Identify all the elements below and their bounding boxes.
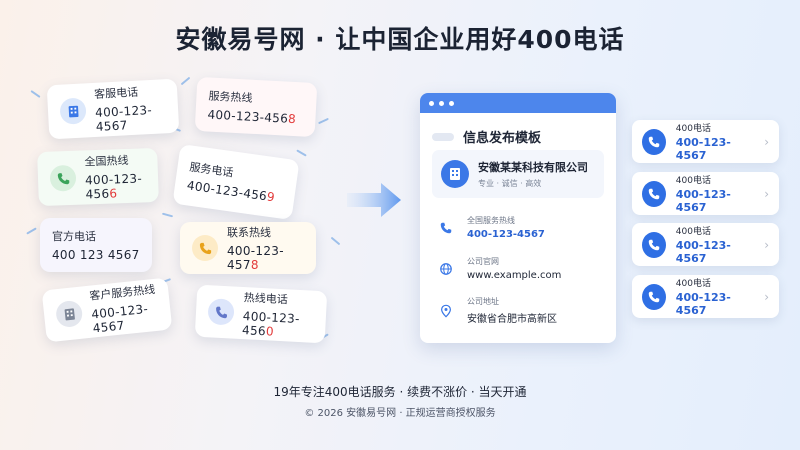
number-card-label: 400电话 [675, 124, 711, 134]
number-card-label: 400电话 [675, 279, 711, 289]
company-tags: 专业 · 诚信 · 高效 [478, 179, 542, 188]
chevron-right-icon: › [764, 289, 769, 304]
building-icon [54, 299, 84, 329]
template-window: 信息发布模板 安徽某某科技有限公司 专业 · 诚信 · 高效 全国服务热线 40… [420, 93, 616, 343]
card-label: 客服电话 [93, 85, 139, 101]
building-icon [441, 160, 469, 188]
window-dot [449, 100, 454, 106]
phone-card: 服务热线 400-123-4568 [194, 76, 318, 138]
number-card-value: 400-123-4567 [675, 291, 731, 317]
website-value: www.example.com [467, 270, 562, 281]
decor-dash [318, 117, 329, 125]
website-label: 公司官网 [467, 257, 499, 266]
window-dot [439, 100, 444, 106]
phone-card: 官方电话 400 123 4567 [40, 218, 152, 272]
phone-card: 联系热线 400-123-4578 [180, 222, 316, 274]
phone-icon [49, 164, 77, 192]
phone-icon [437, 221, 455, 235]
card-label: 服务热线 [208, 89, 253, 105]
address-row: 公司地址 安徽省合肥市高新区 [437, 296, 557, 325]
hotline-row: 全国服务热线 400-123-4567 [437, 215, 545, 240]
decor-dash [330, 236, 341, 246]
globe-icon [437, 262, 455, 276]
phone-icon [207, 298, 235, 326]
location-pin-icon [437, 304, 455, 318]
phone-icon [642, 180, 666, 207]
number-card[interactable]: 400电话 400-123-4567 › [632, 120, 779, 163]
decor-dash [26, 227, 37, 235]
decor-dash [180, 76, 191, 86]
phone-card: 全国热线 400-123-4566 [37, 147, 159, 207]
number-card-label: 400电话 [675, 176, 711, 186]
page-headline: 安徽易号网 · 让中国企业用好400电话 [175, 25, 625, 54]
card-number: 400-123-4560 [241, 309, 301, 339]
phone-icon [192, 235, 218, 261]
chevron-right-icon: › [764, 134, 769, 149]
hotline-label: 全国服务热线 [467, 216, 515, 225]
address-value: 安徽省合肥市高新区 [467, 314, 557, 325]
footer-copyright: © 2026 安徽易号网 · 正规运营商授权服务 [304, 408, 496, 419]
card-label: 热线电话 [243, 291, 289, 307]
number-card[interactable]: 400电话 400-123-4567 › [632, 275, 779, 318]
company-name: 安徽某某科技有限公司 [478, 161, 588, 174]
chevron-right-icon: › [764, 237, 769, 252]
phone-icon [642, 231, 666, 258]
number-card-value: 400-123-4567 [675, 188, 731, 214]
card-number: 400-123-4578 [227, 244, 284, 272]
phone-card: 服务电话 400-123-4569 [172, 143, 300, 221]
title-pill [432, 132, 454, 141]
company-card: 安徽某某科技有限公司 专业 · 诚信 · 高效 [432, 150, 604, 198]
chevron-right-icon: › [764, 186, 769, 201]
number-card-value: 400-123-4567 [675, 239, 731, 265]
decor-dash [296, 149, 307, 157]
card-number: 400 123 4567 [52, 248, 140, 262]
window-titlebar [420, 93, 616, 113]
phone-card: 热线电话 400-123-4560 [194, 284, 328, 344]
phone-card: 客服电话 400-123-4567 [46, 78, 180, 140]
decor-dash [30, 90, 41, 98]
footer-slogan: 19年专注400电话服务 · 续费不涨价 · 当天开通 [273, 385, 527, 399]
window-dot [429, 100, 434, 106]
phone-icon [642, 128, 666, 155]
card-label: 全国热线 [84, 153, 129, 169]
phone-icon [642, 283, 666, 310]
card-label: 联系热线 [227, 226, 271, 239]
website-row: 公司官网 www.example.com [437, 256, 561, 281]
number-card[interactable]: 400电话 400-123-4567 › [632, 223, 779, 266]
building-icon [59, 97, 87, 125]
card-number: 400-123-4568 [207, 107, 297, 127]
number-card-label: 400电话 [675, 227, 711, 237]
number-card[interactable]: 400电话 400-123-4567 › [632, 172, 779, 215]
card-number: 400-123-4567 [90, 301, 149, 336]
card-number: 400-123-4567 [94, 102, 153, 134]
phone-card: 客户服务热线 400-123-4567 [41, 277, 173, 343]
arrow-right-icon [347, 183, 401, 217]
hotline-value: 400-123-4567 [467, 229, 545, 240]
number-card-value: 400-123-4567 [675, 136, 731, 162]
window-title: 信息发布模板 [463, 131, 542, 146]
card-number: 400-123-4566 [84, 171, 143, 202]
card-label: 官方电话 [52, 230, 96, 243]
decor-dash [161, 212, 174, 218]
address-label: 公司地址 [467, 297, 499, 306]
card-label: 客户服务热线 [88, 282, 156, 303]
